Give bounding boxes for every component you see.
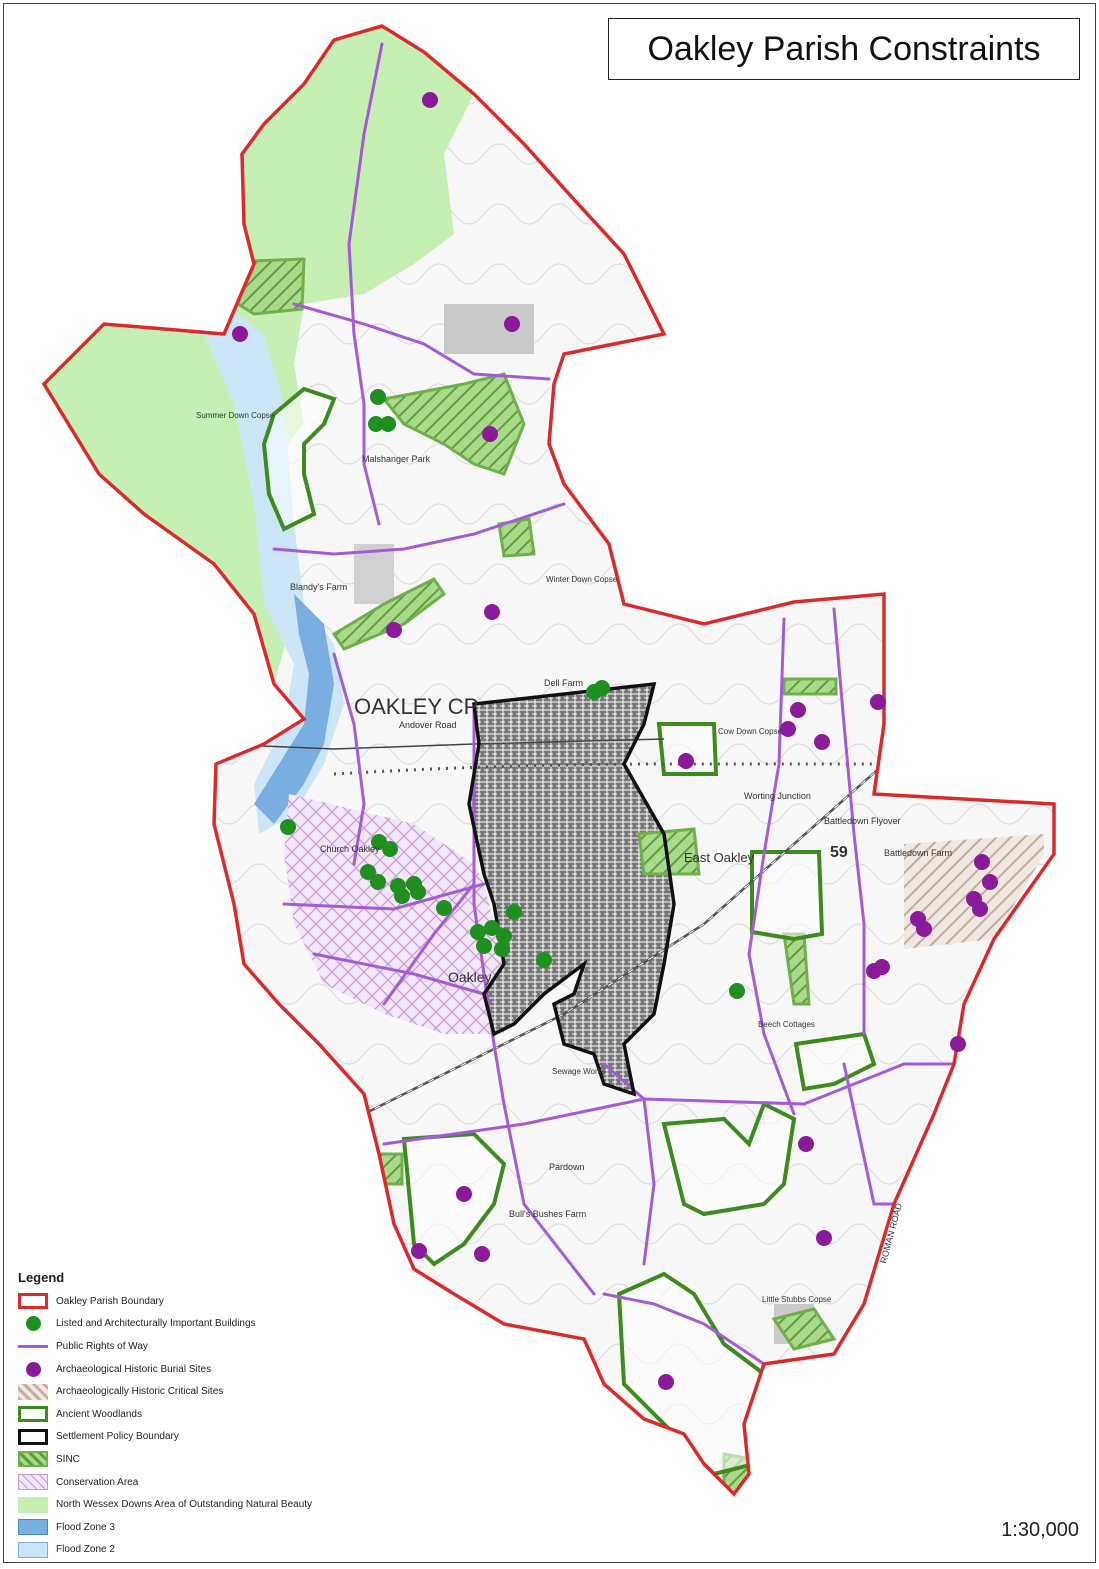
conservation-area-swatch <box>18 1474 48 1491</box>
label-pardown: Pardown <box>549 1162 585 1172</box>
label-dell-farm: Dell Farm <box>544 678 583 688</box>
conservation-area <box>284 794 504 1034</box>
burial-sites-swatch <box>18 1361 48 1377</box>
legend-item-critical-sites: Archaeologically Historic Critical Sites <box>18 1380 398 1403</box>
map-title: Oakley Parish Constraints <box>608 18 1080 80</box>
legend-item-burial-sites: Archaeological Historic Burial Sites <box>18 1358 398 1381</box>
legend-item-aonb: North Wessex Downs Area of Outstanding N… <box>18 1493 398 1516</box>
legend-item-flood-zone-2: Flood Zone 2 <box>18 1539 398 1562</box>
label-andover-road: Andover Road <box>399 720 457 730</box>
label-church-oakley: Church Oakley <box>320 844 380 854</box>
settlement-policy-boundary <box>467 681 676 1097</box>
legend-item-flood-zone-3: Flood Zone 3 <box>18 1516 398 1539</box>
rights-of-way-swatch <box>18 1338 48 1354</box>
legend-item-sinc: SINC <box>18 1448 398 1471</box>
label-east-oakley: East Oakley <box>684 850 755 865</box>
flood-zone-2-swatch <box>18 1541 48 1558</box>
legend-item-ancient-woodland: Ancient Woodlands <box>18 1403 398 1426</box>
flood-zone-3-swatch <box>18 1519 48 1536</box>
listed-buildings <box>280 389 745 999</box>
rights-of-way-lines <box>272 42 956 1366</box>
legend-item-settlement-boundary: Settlement Policy Boundary <box>18 1426 398 1449</box>
legend-item-rights-of-way: Public Rights of Way <box>18 1335 398 1358</box>
aonb-swatch <box>18 1496 48 1513</box>
label-cow-down-copse: Cow Down Copse <box>718 727 783 736</box>
map-page: OAKLEY CP East Oakley Oakley Church Oakl… <box>3 3 1096 1563</box>
settlement-area <box>469 684 674 1094</box>
critical-sites-swatch <box>18 1383 48 1400</box>
label-beech-cottages: Beech Cottages <box>758 1020 815 1029</box>
label-oakley: Oakley <box>448 969 492 985</box>
flood-zone-3-area <box>254 594 334 824</box>
settlement-boundary-swatch <box>18 1428 48 1445</box>
legend: Legend Oakley Parish Boundary Listed and… <box>18 1270 398 1561</box>
legend-item-listed-buildings: Listed and Architecturally Important Bui… <box>18 1313 398 1336</box>
label-worting-junction: Worting Junction <box>744 791 811 801</box>
parish-boundary <box>41 24 1056 1497</box>
legend-item-conservation-area: Conservation Area <box>18 1471 398 1494</box>
label-battledown-farm: Battledown Farm <box>884 848 952 858</box>
legend-title: Legend <box>18 1270 65 1285</box>
listed-buildings-swatch <box>18 1316 48 1332</box>
parish-boundary-swatch <box>18 1293 48 1310</box>
label-map-number: 59 <box>830 844 848 861</box>
ancient-woodland-swatch <box>18 1406 48 1423</box>
label-little-stubbs-copse: Little Stubbs Copse <box>762 1295 832 1304</box>
sinc-swatch <box>18 1451 48 1468</box>
burial-sites <box>232 92 998 1390</box>
label-summer-down-copse: Summer Down Copse <box>196 411 275 420</box>
label-malshanger-park: Malshanger Park <box>362 454 431 464</box>
scale-label: 1:30,000 <box>1001 1519 1079 1541</box>
legend-item-parish-boundary: Oakley Parish Boundary <box>18 1290 398 1313</box>
label-battledown-flyover: Battledown Flyover <box>824 816 901 826</box>
label-winter-down-copse: Winter Down Copse <box>546 575 618 584</box>
label-bulls-bushes-farm: Bull's Bushes Farm <box>509 1209 586 1219</box>
label-sewage-works: Sewage Works <box>552 1067 606 1076</box>
sinc-areas <box>220 257 838 1494</box>
parish-map: OAKLEY CP East Oakley Oakley Church Oakl… <box>41 24 1056 1497</box>
ancient-woodland-areas <box>261 386 877 1477</box>
label-oakley-cp: OAKLEY CP <box>354 694 478 719</box>
label-blandys-farm: Blandy's Farm <box>290 582 347 592</box>
